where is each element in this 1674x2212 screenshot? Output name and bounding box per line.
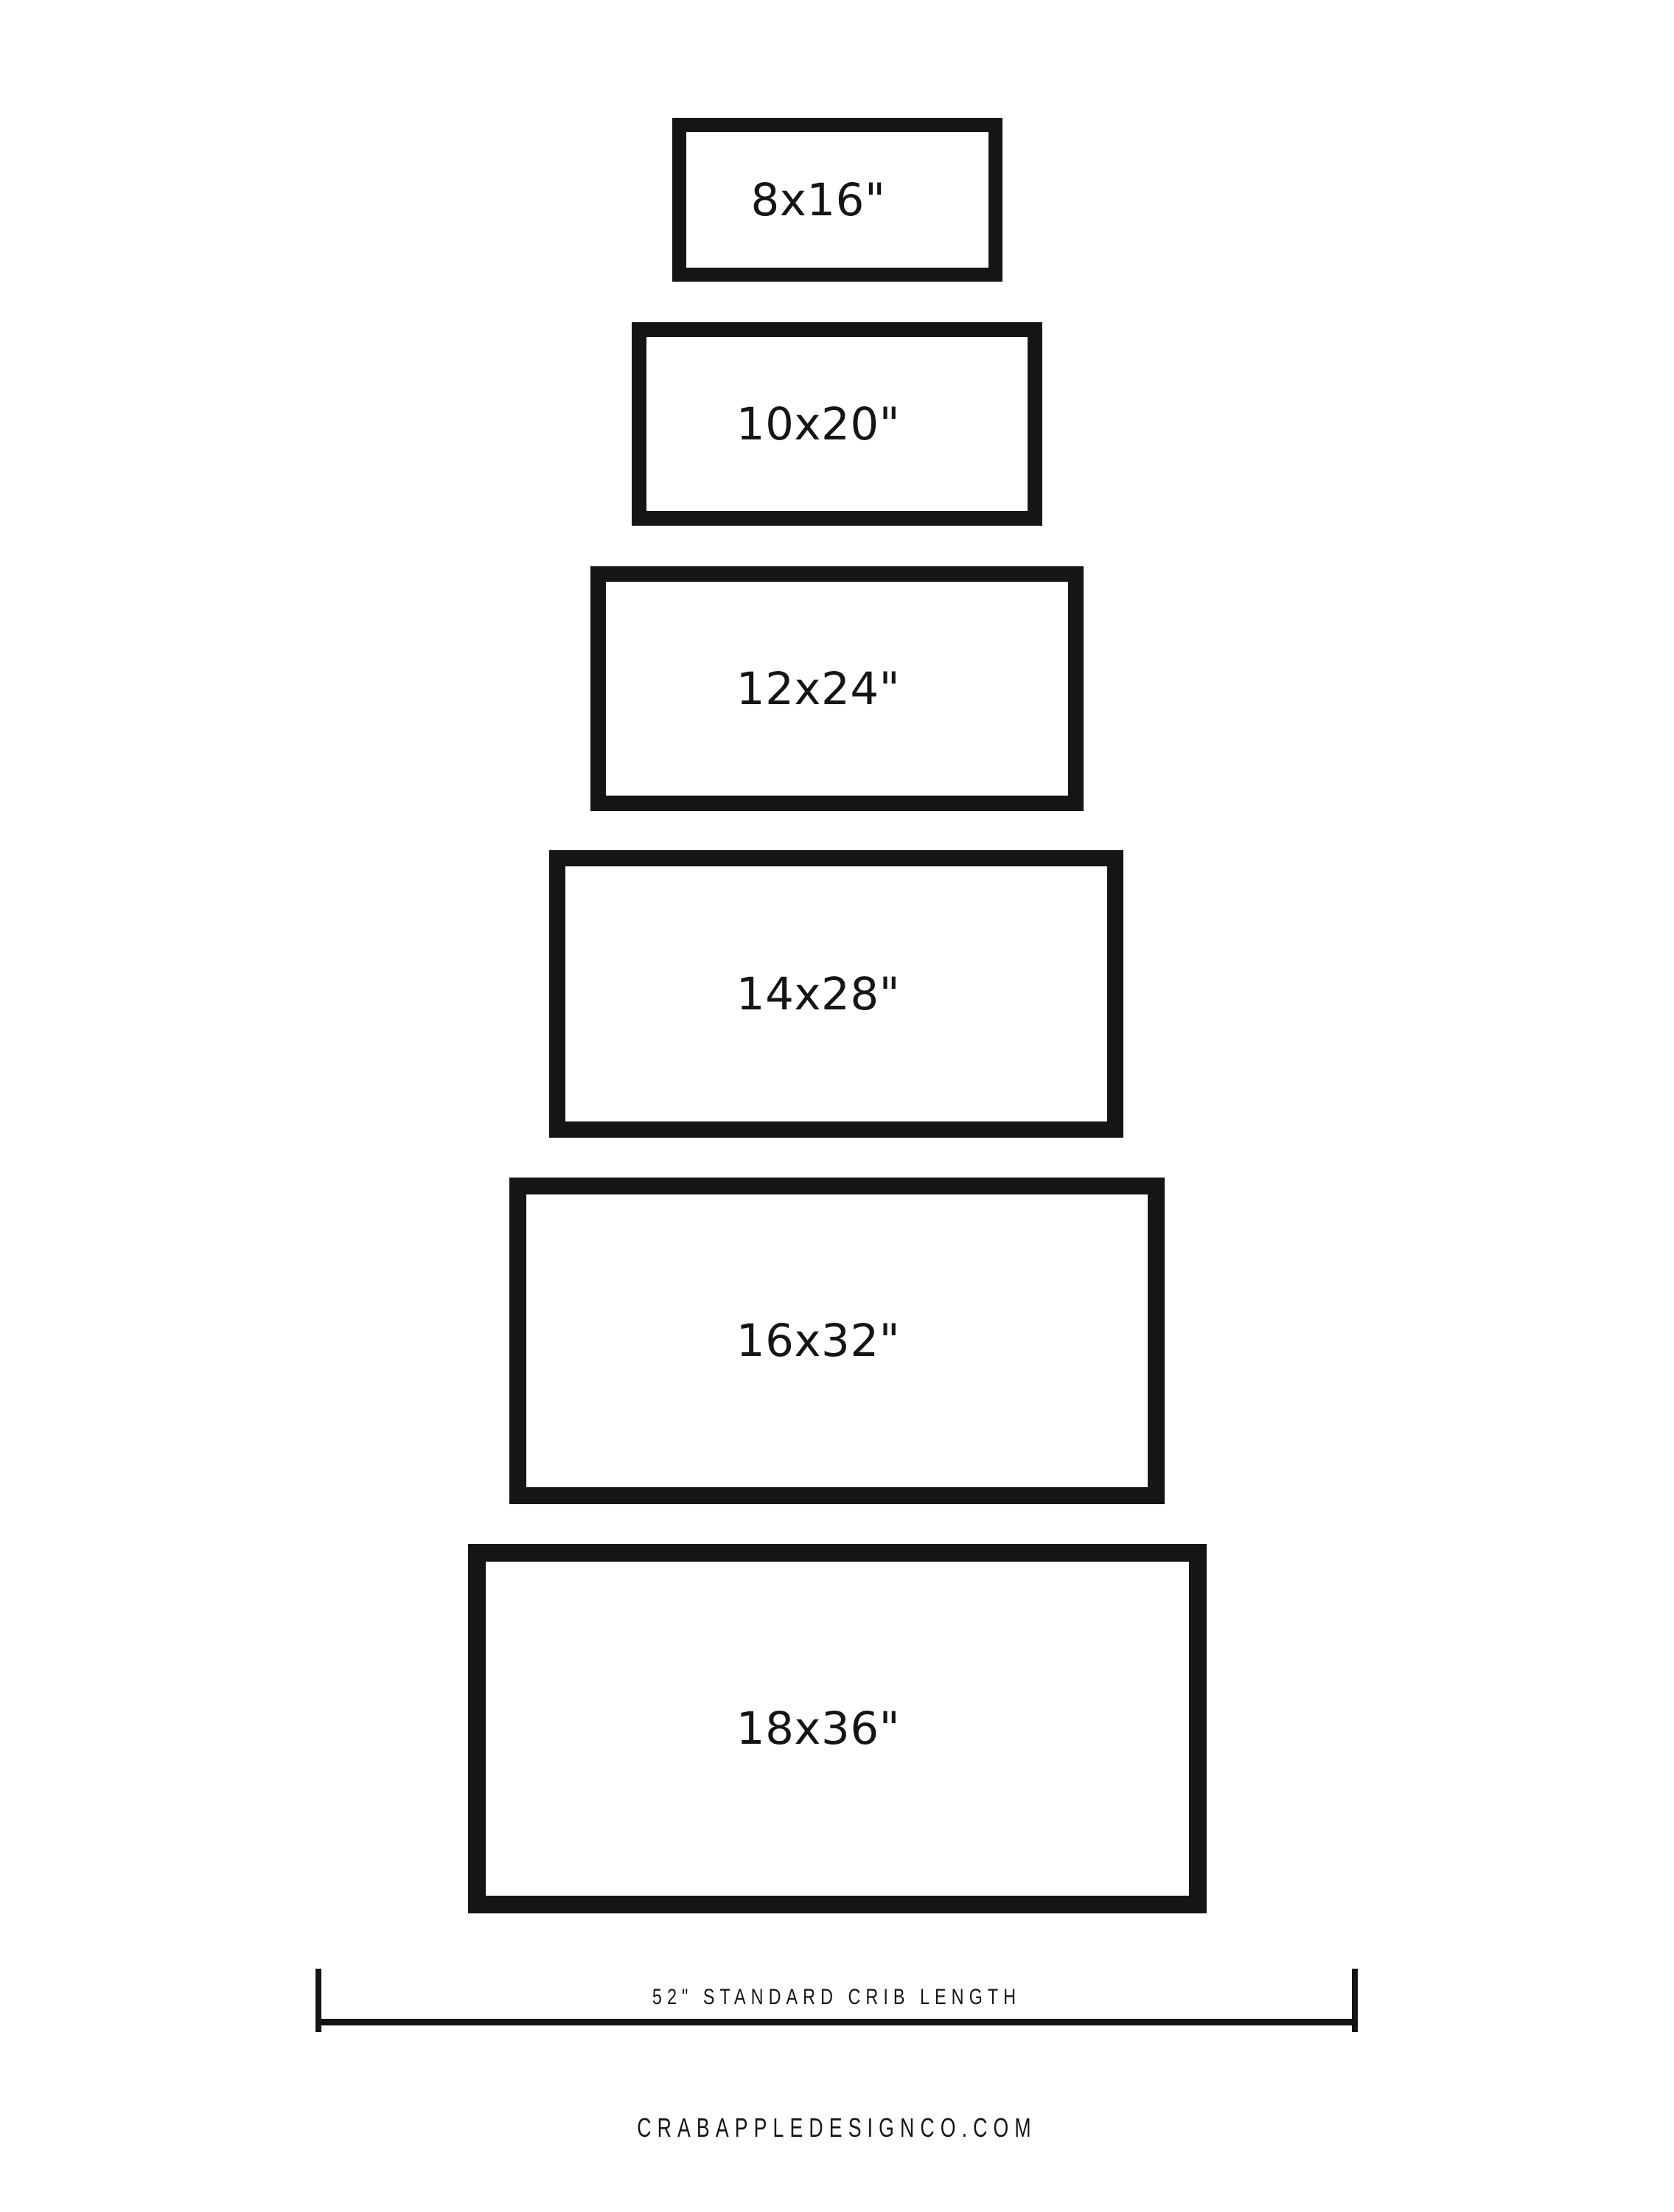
dimension-cap-left	[315, 1969, 321, 2032]
size-rect-16x32: 16x32"	[509, 1178, 1165, 1504]
dimension-label: 52" STANDARD CRIB LENGTH	[652, 1985, 1022, 2009]
dimension-line: 52" STANDARD CRIB LENGTH	[315, 1969, 1358, 2032]
dimension-bar	[315, 2019, 1358, 2025]
size-rect-label: 8x16"	[750, 173, 886, 226]
size-rect-label: 12x24"	[736, 662, 901, 715]
size-rect-14x28: 14x28"	[549, 850, 1123, 1138]
size-rect-label: 10x20"	[736, 397, 901, 451]
size-rect-label: 16x32"	[736, 1315, 901, 1367]
size-rect-label: 18x36"	[736, 1703, 901, 1755]
dimension-cap-right	[1352, 1969, 1358, 2032]
size-rect-label: 14x28"	[736, 967, 901, 1020]
size-rect-10x20: 10x20"	[632, 322, 1042, 526]
size-rect-12x24: 12x24"	[590, 566, 1084, 811]
size-rect-8x16: 8x16"	[672, 118, 1002, 282]
size-rect-18x36: 18x36"	[468, 1544, 1207, 1913]
footer-website-url: CRABAPPLEDESIGNCO.COM	[637, 2112, 1037, 2143]
